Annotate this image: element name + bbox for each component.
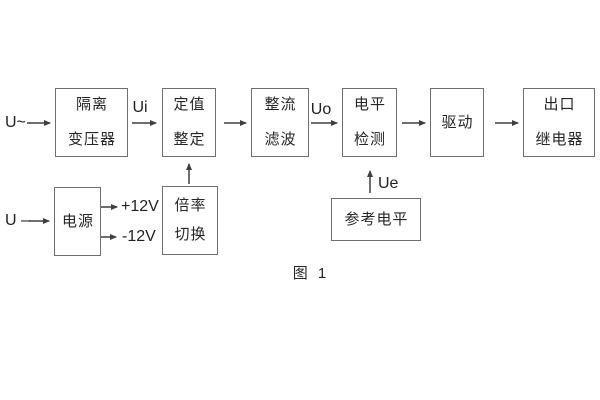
- block-label: 整定: [173, 131, 206, 148]
- block-label: 出口: [543, 96, 576, 113]
- block-label: 滤波: [264, 131, 297, 148]
- figure-caption: 图 1: [292, 265, 330, 282]
- signal-label-u-ac: U~: [5, 114, 26, 131]
- block-label: 定值: [173, 96, 206, 113]
- block-driver: 驱动: [430, 88, 484, 157]
- block-output-relay: 出口 继电器: [523, 88, 595, 157]
- signal-label-minus12v: -12V: [122, 228, 156, 245]
- block-label: 参考电平: [344, 210, 409, 228]
- block-label: 电平: [353, 96, 386, 113]
- block-multiplier-switch: 倍率 切换: [162, 186, 218, 255]
- block-level-detection: 电平 检测: [342, 88, 397, 157]
- block-label: 继电器: [535, 131, 584, 148]
- block-reference-level: 参考电平: [331, 198, 421, 241]
- block-label: 整流: [264, 96, 297, 113]
- signal-label-ue: Ue: [378, 175, 399, 192]
- block-label: 变压器: [67, 131, 116, 148]
- block-label: 隔离: [75, 96, 108, 113]
- block-power-supply: 电源: [54, 187, 101, 256]
- block-label: 电源: [61, 212, 94, 230]
- signal-label-u-dc: U –: [5, 212, 30, 229]
- block-label: 检测: [353, 131, 386, 148]
- block-label: 切换: [174, 226, 207, 243]
- block-rectifier-filter: 整流 滤波: [251, 88, 309, 157]
- signal-label-ui: Ui: [132, 99, 148, 116]
- block-isolation-transformer: 隔离 变压器: [55, 88, 128, 157]
- signal-label-plus12v: +12V: [121, 198, 159, 215]
- block-label: 驱动: [441, 113, 474, 131]
- block-setpoint-adjustment: 定值 整定: [162, 88, 216, 157]
- signal-label-uo: Uo: [310, 101, 332, 118]
- block-label: 倍率: [174, 197, 207, 214]
